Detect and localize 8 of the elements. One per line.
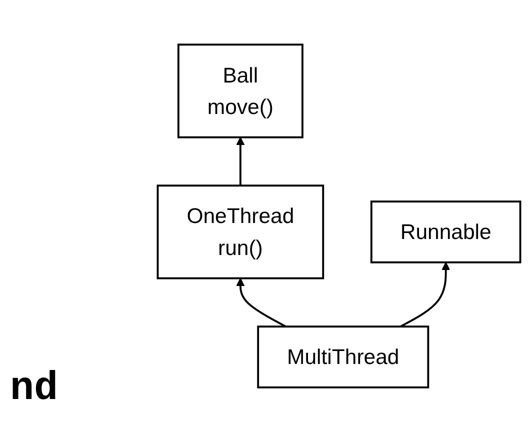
code-text: nd [10, 367, 58, 412]
node-box: MultiThread [257, 326, 430, 388]
arrow [400, 262, 450, 328]
node-box: Ball move() [177, 44, 304, 138]
arrow [236, 278, 286, 328]
node-box: Runnable [370, 200, 522, 264]
node-box: OneThread run() [156, 184, 324, 280]
arrow [236, 136, 245, 186]
